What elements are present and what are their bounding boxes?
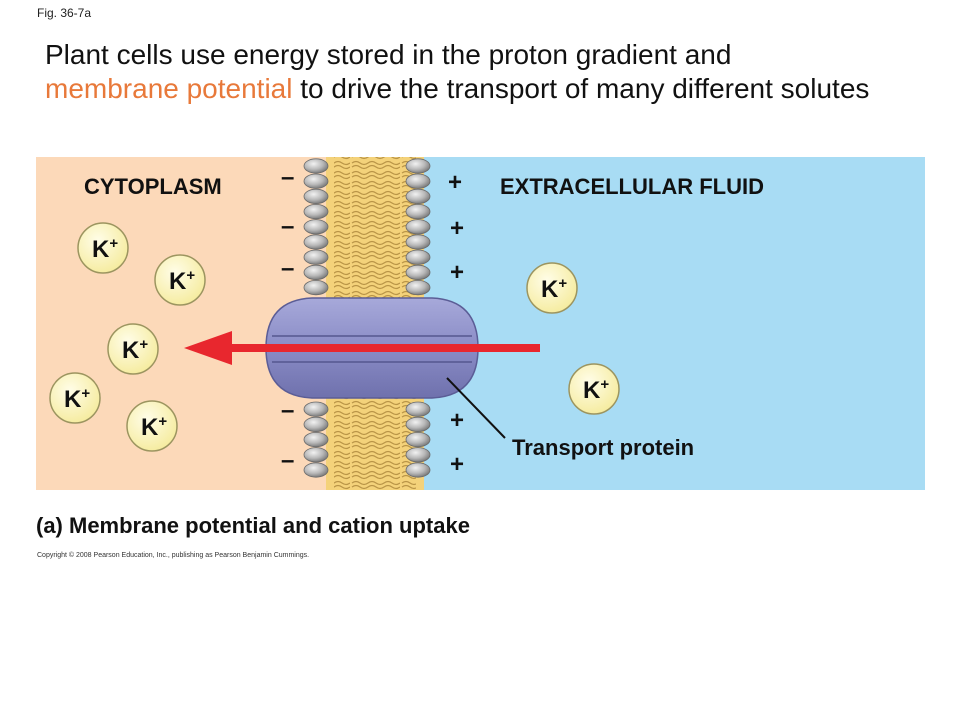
phospholipid-heads — [303, 158, 431, 478]
phospholipid-head — [405, 249, 431, 265]
ion-circle — [154, 254, 206, 306]
ion-circle — [526, 262, 578, 314]
potassium-ion: K+ — [49, 372, 101, 424]
ion-circle — [49, 372, 101, 424]
ion-label: K+ — [583, 376, 609, 404]
phospholipid-head — [405, 264, 431, 280]
ion-circle — [568, 363, 620, 415]
phospholipid-head — [303, 204, 329, 220]
potassium-ions: K+ K+ K+ K+ K+ K+ K+ — [49, 222, 620, 452]
plus-sign: + — [450, 259, 464, 286]
minus-sign: – — [281, 397, 294, 424]
minus-sign: – — [281, 164, 294, 191]
transport-protein-label: Transport protein — [512, 435, 694, 460]
potassium-ion: K+ — [77, 222, 129, 274]
phospholipid-head — [405, 234, 431, 250]
ion-label: K+ — [541, 275, 567, 303]
plus-sign: + — [448, 169, 462, 196]
ion-label: K+ — [122, 336, 148, 364]
cytoplasm-label: CYTOPLASM — [84, 174, 222, 199]
minus-sign: – — [281, 447, 294, 474]
phospholipid-head — [405, 204, 431, 220]
phospholipid-head — [303, 173, 329, 189]
minus-sign: – — [281, 213, 294, 240]
phospholipid-head — [303, 431, 329, 448]
potassium-ion: K+ — [526, 262, 578, 314]
headline-part2: to drive the transport of many different… — [300, 73, 870, 104]
ion-label: K+ — [141, 413, 167, 441]
extracellular-label: EXTRACELLULAR FLUID — [500, 174, 764, 199]
ion-label: K+ — [64, 385, 90, 413]
phospholipid-head — [405, 279, 431, 296]
phospholipid-head — [405, 401, 431, 417]
ion-circle — [77, 222, 129, 274]
phospholipid-head — [405, 416, 431, 432]
potassium-ion: K+ — [154, 254, 206, 306]
ion-circle — [107, 323, 159, 375]
potassium-ion: K+ — [107, 323, 159, 375]
copyright-notice: Copyright © 2008 Pearson Education, Inc.… — [37, 552, 310, 559]
plus-sign: + — [450, 215, 464, 242]
phospholipid-head — [405, 431, 431, 448]
figure-caption: (a) Membrane potential and cation uptake — [36, 513, 470, 538]
phospholipid-head — [303, 234, 329, 250]
phospholipid-head — [303, 249, 329, 265]
phospholipid-head — [405, 219, 431, 235]
plus-sign: + — [450, 451, 464, 478]
figure-label: Fig. 36-7a — [37, 6, 92, 20]
phospholipid-head — [303, 401, 329, 417]
plus-sign: + — [450, 407, 464, 434]
phospholipid-head — [405, 173, 431, 189]
minus-charges: – – – – – — [281, 164, 294, 474]
transport-protein-pointer — [446, 377, 506, 439]
ion-label: K+ — [169, 267, 195, 295]
phospholipid-head — [303, 158, 329, 174]
page-title: Plant cells use energy stored in the pro… — [45, 38, 925, 106]
ion-label: K+ — [92, 235, 118, 263]
transport-arrow — [184, 331, 540, 365]
phospholipid-head — [405, 158, 431, 174]
phospholipid-head — [303, 416, 329, 432]
potassium-ion: K+ — [568, 363, 620, 415]
phospholipid-head — [303, 264, 329, 280]
minus-sign: – — [281, 255, 294, 282]
ion-circle — [126, 400, 178, 452]
phospholipid-head — [303, 279, 329, 296]
phospholipid-head — [405, 188, 431, 204]
phospholipid-head — [405, 462, 431, 478]
headline-highlight: membrane potential — [45, 73, 293, 104]
phospholipid-head — [405, 447, 431, 463]
phospholipid-head — [303, 462, 329, 478]
phospholipid-head — [303, 188, 329, 204]
phospholipid-head — [303, 219, 329, 235]
headline-part1: Plant cells use energy stored in the pro… — [45, 39, 732, 70]
plus-charges: + + + + + — [448, 169, 464, 478]
phospholipid-head — [303, 447, 329, 463]
potassium-ion: K+ — [126, 400, 178, 452]
